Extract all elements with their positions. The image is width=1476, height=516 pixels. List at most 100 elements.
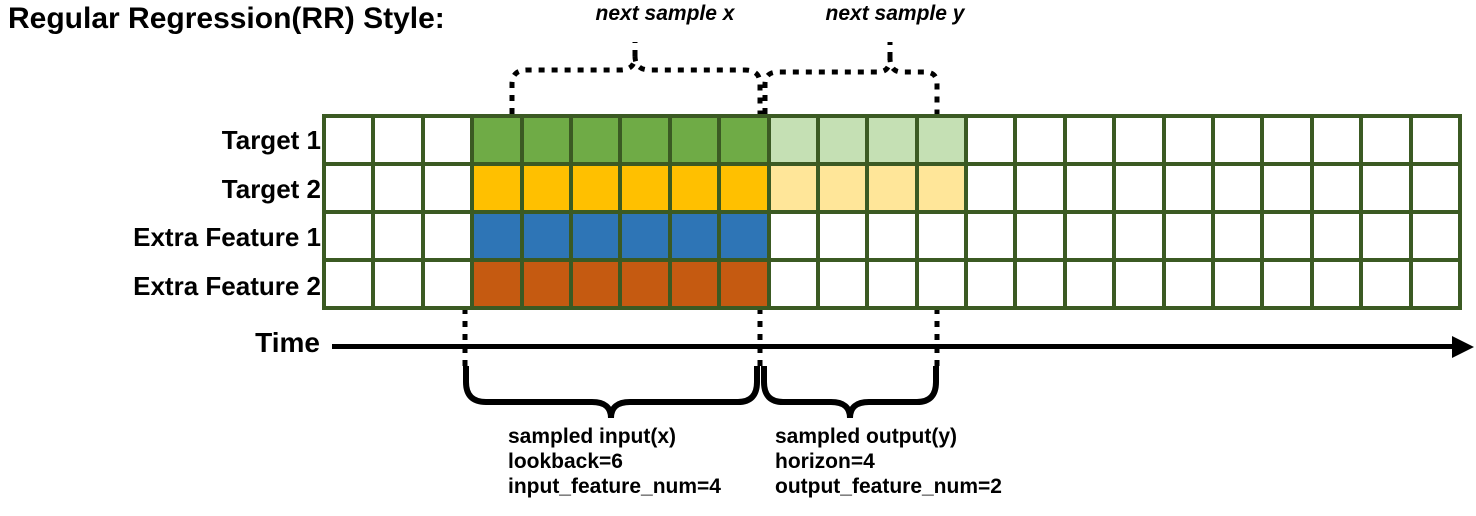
grid-cell-r4-c15 — [1017, 262, 1063, 306]
grid-cell-r2-c4 — [474, 166, 520, 210]
brace-sampled-output — [761, 366, 939, 419]
grid-cell-r1-c14 — [968, 118, 1014, 162]
grid-cell-r4-c20 — [1264, 262, 1310, 306]
grid-cell-r3-c12 — [869, 214, 915, 258]
grid-cell-r2-c9 — [721, 166, 767, 210]
grid-cell-r4-c3 — [424, 262, 471, 306]
grid-cell-r3-c20 — [1264, 214, 1310, 258]
dotted-brace-next-sample-x — [509, 42, 763, 114]
grid-cell-r1-c22 — [1363, 118, 1409, 162]
sampled-input-line-1: sampled input(x) — [508, 425, 677, 448]
grid-cell-r3-c19 — [1215, 214, 1261, 258]
grid-cell-r3-c22 — [1363, 214, 1409, 258]
grid-cell-r2-c6 — [572, 166, 619, 210]
grid-cell-r3-c1 — [326, 214, 372, 258]
grid-cell-r2-c23 — [1412, 166, 1458, 210]
row-label-extra-feature-2: Extra Feature 2 — [133, 271, 321, 301]
grid-cell-r2-c7 — [622, 166, 668, 210]
timeseries-grid — [322, 114, 1462, 310]
grid-cell-r1-c7 — [622, 118, 668, 162]
grid-cell-r2-c1 — [326, 166, 372, 210]
grid-cell-r4-c23 — [1412, 262, 1458, 306]
grid-cell-r4-c2 — [375, 262, 421, 306]
grid-cell-r3-c6 — [572, 214, 619, 258]
grid-cell-r1-c4 — [474, 118, 520, 162]
grid-cell-r1-c23 — [1412, 118, 1458, 162]
grid-cell-r2-c20 — [1264, 166, 1310, 210]
grid-cell-r1-c21 — [1313, 118, 1360, 162]
annotation-next-sample-y: next sample y — [825, 2, 965, 25]
grid-cell-r4-c10 — [770, 262, 816, 306]
grid-cell-r4-c5 — [523, 262, 569, 306]
grid-cell-r1-c5 — [523, 118, 569, 162]
grid-cell-r3-c15 — [1017, 214, 1063, 258]
right-arrow-icon — [1452, 336, 1474, 358]
grid-cell-r1-c13 — [918, 118, 965, 162]
dotted-brace-next-sample-y — [762, 42, 940, 114]
grid-cell-r3-c16 — [1066, 214, 1113, 258]
grid-cell-r3-c11 — [819, 214, 866, 258]
time-axis-line — [332, 344, 1460, 349]
grid-cell-r3-c9 — [721, 214, 767, 258]
grid-cell-r1-c10 — [770, 118, 816, 162]
grid-cell-r2-c11 — [819, 166, 866, 210]
grid-cell-r2-c5 — [523, 166, 569, 210]
annotation-next-sample-x: next sample x — [595, 2, 735, 25]
grid-cell-r3-c17 — [1116, 214, 1162, 258]
grid-cell-r4-c4 — [474, 262, 520, 306]
sampled-input-line-3: input_feature_num=4 — [508, 475, 721, 498]
page-title: Regular Regression(RR) Style: — [8, 2, 445, 35]
grid-cell-r1-c20 — [1264, 118, 1310, 162]
grid-cell-r4-c12 — [869, 262, 915, 306]
grid-cell-r4-c9 — [721, 262, 767, 306]
grid-cell-r1-c17 — [1116, 118, 1162, 162]
grid-cell-r4-c11 — [819, 262, 866, 306]
grid-cell-r3-c3 — [424, 214, 471, 258]
grid-cell-r1-c9 — [721, 118, 767, 162]
sampled-output-line-3: output_feature_num=2 — [775, 475, 1002, 498]
grid-cell-r4-c17 — [1116, 262, 1162, 306]
grid-cell-r3-c8 — [671, 214, 718, 258]
grid-cell-r1-c16 — [1066, 118, 1113, 162]
grid-cell-r2-c2 — [375, 166, 421, 210]
grid-cell-r2-c16 — [1066, 166, 1113, 210]
grid-cell-r4-c13 — [918, 262, 965, 306]
grid-cell-r4-c19 — [1215, 262, 1261, 306]
grid-cell-r1-c19 — [1215, 118, 1261, 162]
grid-cell-r4-c22 — [1363, 262, 1409, 306]
grid-cell-r2-c17 — [1116, 166, 1162, 210]
brace-sampled-input — [463, 366, 760, 419]
time-axis-label: Time — [255, 327, 320, 358]
grid-cell-r1-c18 — [1165, 118, 1212, 162]
grid-cell-r1-c1 — [326, 118, 372, 162]
grid-cell-r2-c10 — [770, 166, 816, 210]
grid-cell-r4-c14 — [968, 262, 1014, 306]
annotation-sampled-input: sampled input(x) lookback=6 input_featur… — [508, 424, 721, 499]
grid-cell-r1-c15 — [1017, 118, 1063, 162]
grid-cell-r3-c14 — [968, 214, 1014, 258]
grid-cell-r2-c3 — [424, 166, 471, 210]
grid-cell-r2-c13 — [918, 166, 965, 210]
grid-cell-r4-c7 — [622, 262, 668, 306]
grid-cell-r4-c8 — [671, 262, 718, 306]
grid-cell-r4-c18 — [1165, 262, 1212, 306]
grid-cell-r1-c12 — [869, 118, 915, 162]
grid-cell-r3-c21 — [1313, 214, 1360, 258]
grid-cell-r1-c11 — [819, 118, 866, 162]
grid-cell-r4-c6 — [572, 262, 619, 306]
grid-cell-r2-c8 — [671, 166, 718, 210]
row-label-target-2: Target 2 — [221, 174, 321, 204]
grid-cell-r2-c12 — [869, 166, 915, 210]
grid-cell-r3-c10 — [770, 214, 816, 258]
grid-cell-r2-c22 — [1363, 166, 1409, 210]
grid-cell-r2-c14 — [968, 166, 1014, 210]
sampled-output-line-2: horizon=4 — [775, 450, 875, 473]
grid-cell-r1-c3 — [424, 118, 471, 162]
row-label-target-1: Target 1 — [221, 125, 321, 155]
grid-cell-r4-c16 — [1066, 262, 1113, 306]
grid-cell-r3-c5 — [523, 214, 569, 258]
grid-cell-r2-c15 — [1017, 166, 1063, 210]
grid-cell-r4-c21 — [1313, 262, 1360, 306]
grid-cell-r3-c7 — [622, 214, 668, 258]
